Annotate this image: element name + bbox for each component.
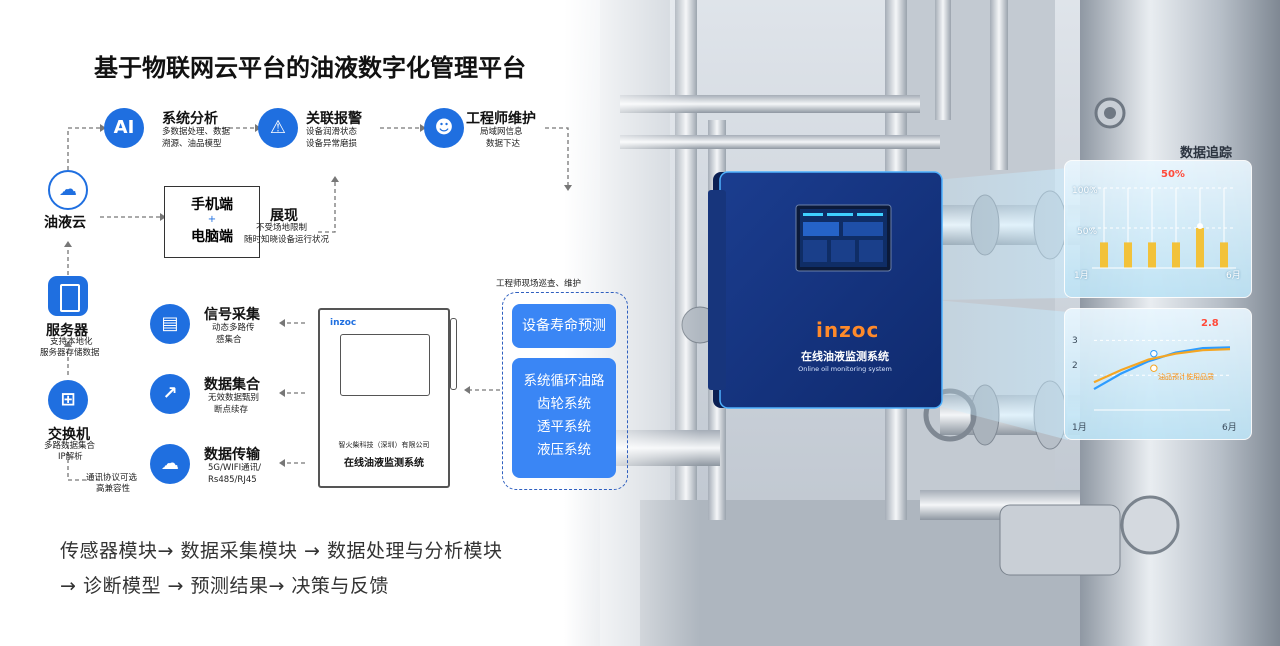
warning-triangle-icon: ⚠ bbox=[258, 108, 298, 148]
device-sketch-name: 在线油液监测系统 bbox=[344, 458, 424, 469]
system-item: 液压系统 bbox=[537, 442, 591, 458]
cloud-upload-icon: ☁ bbox=[150, 444, 190, 484]
bar bbox=[1124, 242, 1132, 268]
display-title: 展现 bbox=[270, 208, 298, 224]
line-legend: 油品预计使用品质 bbox=[1158, 373, 1214, 381]
data-transfer-desc-1: 5G/WIFI通讯/ bbox=[208, 463, 262, 473]
diagram-title: 基于物联网云平台的油液数字化管理平台 bbox=[94, 54, 526, 82]
system-item: 齿轮系统 bbox=[537, 396, 591, 412]
bar-ytick-50: 50% bbox=[1077, 227, 1098, 237]
signal-desc-1: 动态多路传 bbox=[212, 323, 255, 333]
line-chart-icon: ↗ bbox=[150, 374, 190, 414]
bar bbox=[1100, 242, 1108, 268]
line-chart bbox=[1093, 339, 1231, 411]
engineer-title: 工程师维护 bbox=[466, 111, 536, 127]
switch-title: 交换机 bbox=[48, 427, 90, 443]
bar-chart-value: 50% bbox=[1161, 169, 1185, 180]
bar-chart bbox=[1092, 187, 1236, 269]
analysis-title: 系统分析 bbox=[162, 111, 218, 127]
data-transfer-title: 数据传输 bbox=[204, 447, 260, 463]
terminals-plus: + bbox=[207, 214, 217, 225]
device-sketch: inzoc 智火柴科技（深圳）有限公司 在线油液监测系统 bbox=[318, 308, 450, 488]
line-chart-value: 2.8 bbox=[1201, 318, 1219, 329]
predict-box: 设备寿命预测 bbox=[512, 304, 616, 348]
engineer-desc-2: 数据下达 bbox=[486, 139, 521, 149]
comm-desc-2: 高兼容性 bbox=[96, 484, 131, 494]
terminals-mobile: 手机端 bbox=[191, 197, 233, 213]
bar-highlight-dot bbox=[1197, 223, 1203, 229]
bar bbox=[1220, 242, 1228, 268]
line-xtick-end: 6月 bbox=[1222, 423, 1237, 433]
terminals-box: 手机端 + 电脑端 bbox=[164, 186, 260, 258]
comm-desc-1: 通讯协议可选 bbox=[86, 473, 138, 483]
server-title: 服务器 bbox=[46, 323, 88, 339]
signal-desc-2: 感集合 bbox=[216, 335, 242, 345]
bar bbox=[1196, 228, 1204, 268]
device-sketch-screen bbox=[340, 334, 430, 396]
bar-xtick-start: 1月 bbox=[1074, 271, 1089, 281]
switch-desc-1: 多路数据集合 bbox=[44, 441, 96, 451]
systems-container bbox=[502, 292, 628, 490]
data-collect-desc-2: 断点续存 bbox=[214, 405, 249, 415]
sensor-icon: ▤ bbox=[150, 304, 190, 344]
switch-desc-2: IP解析 bbox=[58, 452, 83, 462]
network-switch-icon: ⊞ bbox=[48, 380, 88, 420]
line-series-1 bbox=[1093, 346, 1231, 391]
alarm-desc-1: 设备润滑状态 bbox=[306, 127, 358, 137]
line-marker bbox=[1150, 349, 1158, 358]
display-desc-2: 随时知晓设备运行状况 bbox=[244, 235, 330, 245]
bar-chart-panel bbox=[1064, 160, 1252, 298]
photo-device-brand: inzoc bbox=[816, 318, 880, 342]
data-collect-title: 数据集合 bbox=[204, 377, 260, 393]
flow-text-line-1: 传感器模块→ 数据采集模块 → 数据处理与分析模块 bbox=[60, 540, 503, 562]
cloud-icon: ☁ bbox=[48, 170, 88, 210]
analysis-desc-2: 溯源、油品模型 bbox=[162, 139, 222, 149]
cloud-title: 油液云 bbox=[44, 215, 86, 231]
line-marker bbox=[1150, 364, 1158, 372]
device-sketch-brand: inzoc bbox=[330, 318, 357, 328]
engineer-desc-1: 局域网信息 bbox=[480, 127, 523, 137]
photo-device-name: 在线油液监测系统 bbox=[801, 350, 889, 363]
bar-xtick-end: 6月 bbox=[1226, 271, 1241, 281]
system-item: 透平系统 bbox=[537, 419, 591, 435]
panel-title: 数据追踪 bbox=[1180, 146, 1233, 161]
data-transfer-desc-2: Rs485/RJ45 bbox=[208, 475, 257, 485]
system-item: 系统循环油路 bbox=[523, 373, 605, 389]
line-ytick-2: 2 bbox=[1072, 361, 1078, 371]
engineer-icon: ☻ bbox=[424, 108, 464, 148]
photo-device-name-en: Online oil monitoring system bbox=[798, 365, 892, 373]
systems-box: 系统循环油路 齿轮系统 透平系统 液压系统 bbox=[512, 358, 616, 478]
site-label: 工程师现场巡查、维护 bbox=[496, 279, 582, 289]
bar bbox=[1148, 242, 1156, 268]
display-desc-1: 不受场地限制 bbox=[256, 223, 308, 233]
line-chart-panel bbox=[1064, 308, 1252, 440]
line-series-2 bbox=[1093, 348, 1231, 384]
signal-title: 信号采集 bbox=[204, 307, 260, 323]
bar-ytick-100: 100% bbox=[1072, 186, 1098, 196]
analysis-desc-1: 多数据处理、数据 bbox=[162, 127, 231, 137]
flow-text-line-2: → 诊断模型 → 预测结果→ 决策与反馈 bbox=[60, 575, 389, 597]
server-desc-2: 服务器存储数据 bbox=[40, 348, 100, 358]
server-desc-1: 支持本地化 bbox=[50, 337, 93, 347]
bar bbox=[1172, 242, 1180, 268]
server-icon bbox=[48, 276, 88, 316]
alarm-title: 关联报警 bbox=[306, 111, 362, 127]
diagram-connectors bbox=[64, 124, 572, 481]
device-sketch-antenna bbox=[450, 318, 457, 390]
device-sketch-company: 智火柴科技（深圳）有限公司 bbox=[338, 441, 430, 449]
line-ytick-3: 3 bbox=[1072, 336, 1078, 346]
alarm-desc-2: 设备异常磨损 bbox=[306, 139, 358, 149]
ai-head-icon: AI bbox=[104, 108, 144, 148]
terminals-pc: 电脑端 bbox=[191, 229, 233, 245]
data-collect-desc-1: 无效数据甄别 bbox=[208, 393, 260, 403]
line-xtick-start: 1月 bbox=[1072, 423, 1087, 433]
